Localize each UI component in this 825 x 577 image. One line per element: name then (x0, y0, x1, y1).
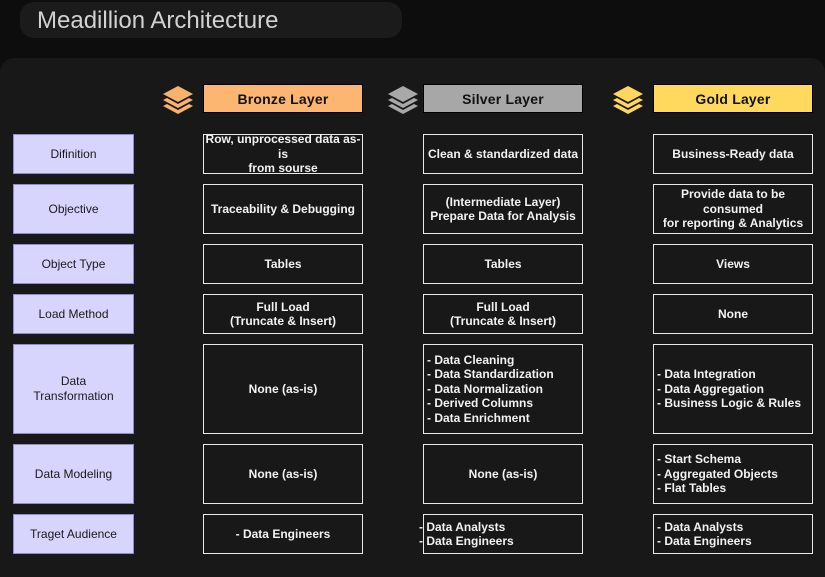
row-label-load-method: Load Method (13, 294, 134, 334)
cell-silver-definition: Clean & standardized data (423, 134, 583, 174)
row-label-definition: Difinition (13, 134, 134, 174)
cell-bronze-objective: Traceability & Debugging (203, 184, 363, 234)
page-title: Meadillion Architecture (37, 7, 279, 34)
gold-layer-header: Gold Layer (653, 84, 813, 113)
row-label-data-modeling: Data Modeling (13, 444, 134, 504)
cell-silver-load-method: Full Load (Truncate & Insert) (423, 294, 583, 334)
bronze-layer-title: Bronze Layer (237, 90, 329, 107)
cell-gold-data-modeling: - Start Schema - Aggregated Objects - Fl… (653, 444, 813, 504)
cell-gold-data-transformation: - Data Integration - Data Aggregation - … (653, 344, 813, 434)
cell-gold-object-type: Views (653, 244, 813, 284)
cell-bronze-definition: Row, unprocessed data as-is from sourse (203, 132, 363, 175)
bronze-layers-icon (161, 83, 195, 117)
cell-bronze-data-modeling: None (as-is) (203, 444, 363, 504)
title-bar: Meadillion Architecture (20, 2, 402, 38)
architecture-panel (0, 58, 825, 577)
row-label-objective: Objective (13, 184, 134, 234)
cell-gold-objective: Provide data to be consumed for reportin… (653, 184, 813, 234)
cell-bronze-target-audience: - Data Engineers (203, 514, 363, 554)
row-label-target-audience: Traget Audience (13, 514, 134, 554)
gold-layer-title: Gold Layer (695, 90, 771, 107)
cell-silver-data-modeling: None (as-is) (423, 444, 583, 504)
row-label-object-type: Object Type (13, 244, 134, 284)
bronze-layer-header: Bronze Layer (203, 84, 363, 113)
cell-gold-load-method: None (653, 294, 813, 334)
cell-gold-target-audience: - Data Analysts - Data Engineers (653, 514, 813, 554)
gold-layers-icon (611, 83, 645, 117)
cell-silver-object-type: Tables (423, 244, 583, 284)
cell-silver-data-transformation: - Data Cleaning - Data Standardization -… (423, 344, 583, 434)
silver-layers-icon (386, 83, 420, 117)
cell-silver-target-audience: - Data Analysts - Data Engineers (419, 514, 583, 554)
cell-bronze-load-method: Full Load (Truncate & Insert) (203, 294, 363, 334)
silver-layer-header: Silver Layer (423, 84, 583, 113)
cell-bronze-data-transformation: None (as-is) (203, 344, 363, 434)
cell-silver-objective: (Intermediate Layer) Prepare Data for An… (423, 184, 583, 234)
cell-gold-definition: Business-Ready data (653, 134, 813, 174)
cell-bronze-object-type: Tables (203, 244, 363, 284)
row-label-data-transformation: Data Transformation (13, 344, 134, 434)
silver-layer-title: Silver Layer (462, 90, 544, 107)
